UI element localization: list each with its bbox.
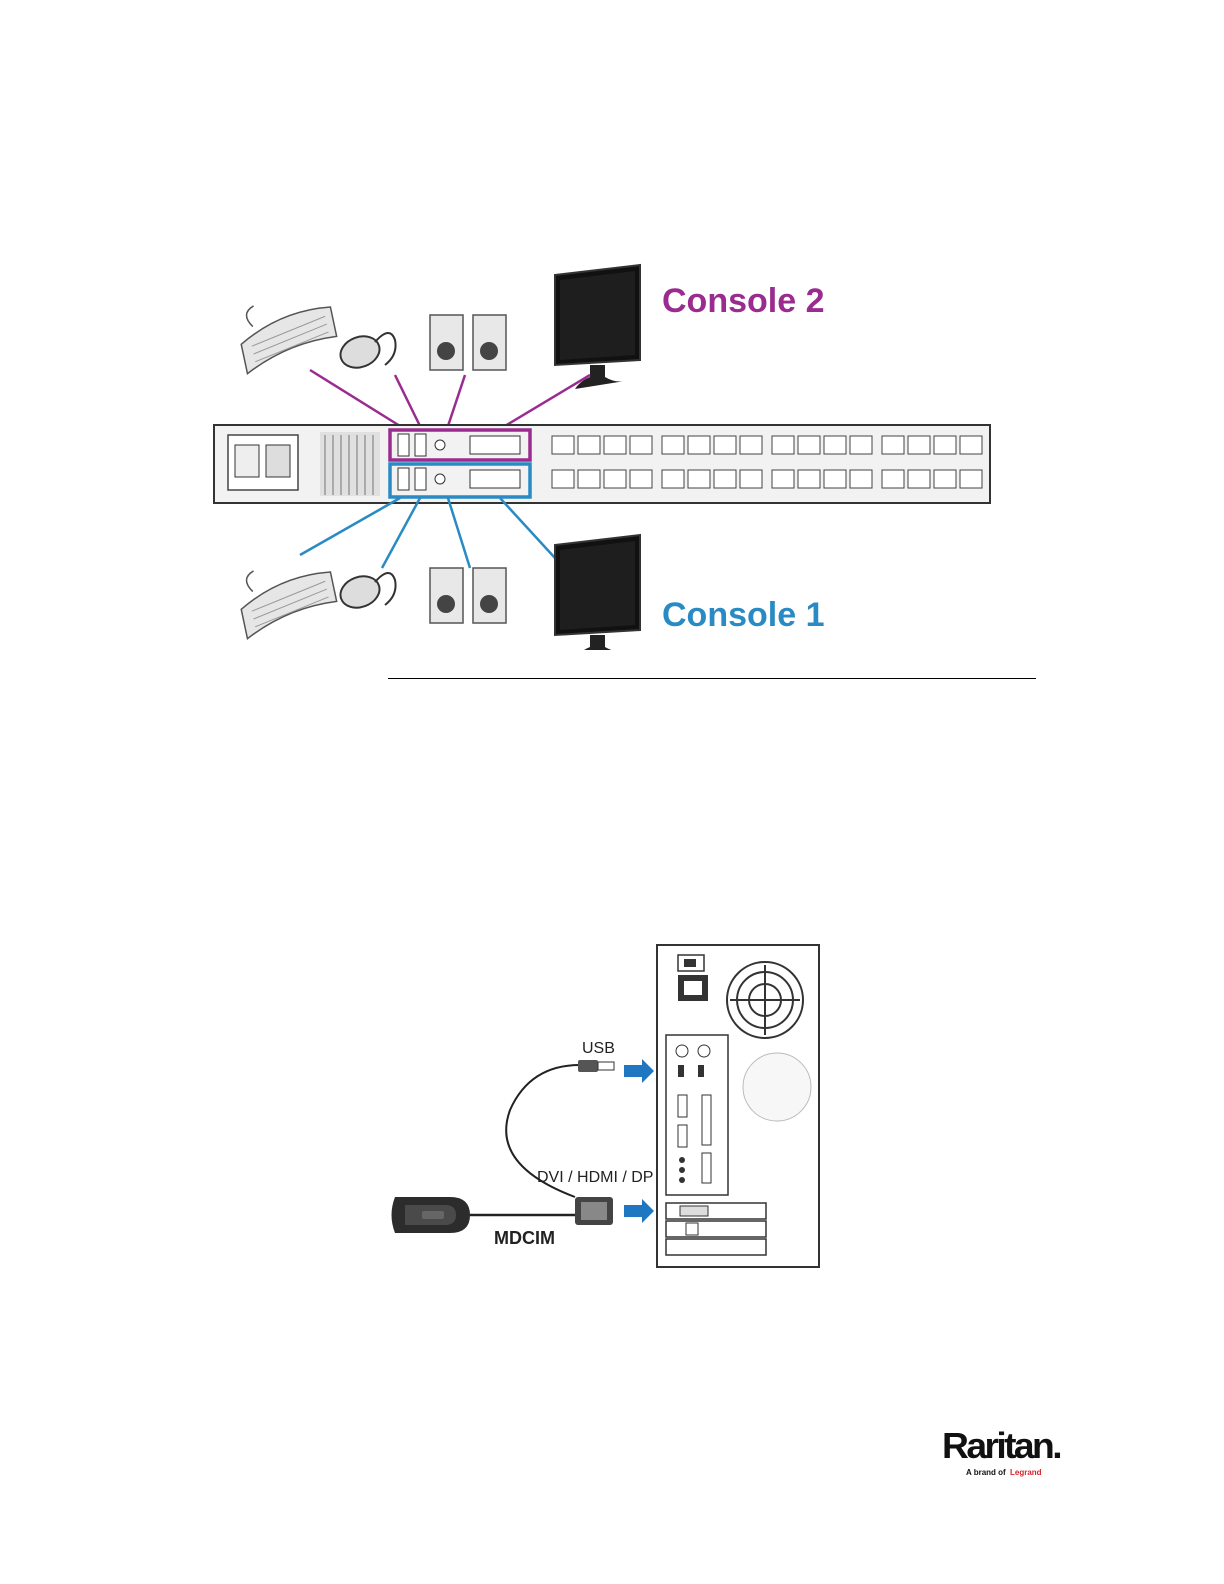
console-1-cables	[300, 498, 555, 568]
svg-text:Raritan.: Raritan.	[942, 1425, 1061, 1466]
rj45-port	[740, 470, 762, 488]
rj45-port	[772, 436, 794, 454]
rj45-port	[882, 470, 904, 488]
rj45-port	[740, 436, 762, 454]
rj45-port	[934, 470, 956, 488]
console-2-label: Console 2	[662, 282, 824, 320]
rj45-port	[908, 470, 930, 488]
keyboard-icon	[234, 555, 340, 638]
rj45-port	[714, 470, 736, 488]
rj45-port	[604, 470, 626, 488]
keyboard-icon	[234, 290, 340, 373]
usb-label: USB	[582, 1040, 615, 1057]
rj45-port	[714, 436, 736, 454]
rj45-port	[934, 436, 956, 454]
rj45-port	[578, 436, 600, 454]
video-label: DVI / HDMI / DP	[537, 1169, 653, 1186]
rj45-port	[798, 436, 820, 454]
dual-console-diagram: Console 2	[200, 250, 1000, 650]
speakers-icon	[430, 568, 506, 623]
rj45-port	[882, 436, 904, 454]
rj45-port	[850, 436, 872, 454]
computer-rear-panel	[657, 945, 819, 1267]
mdcim-label: MDCIM	[494, 1228, 555, 1248]
rj45-port	[798, 470, 820, 488]
mdcim-dongle-icon	[392, 1197, 471, 1233]
rj45-port	[824, 436, 846, 454]
rj45-port	[662, 470, 684, 488]
arrow-icon	[624, 1059, 654, 1083]
speakers-icon	[430, 315, 506, 370]
mouse-icon	[336, 331, 395, 373]
rj45-port	[552, 436, 574, 454]
rj45-port	[630, 470, 652, 488]
rj45-port	[850, 470, 872, 488]
console-2-cables	[310, 370, 590, 426]
rj45-port	[604, 436, 626, 454]
raritan-logo: Raritan. A brand of Legrand	[940, 1424, 1064, 1482]
rj45-port	[960, 436, 982, 454]
kvm-switch	[214, 425, 990, 503]
usb-connector-icon	[578, 1060, 614, 1072]
rj45-port	[630, 436, 652, 454]
svg-text:Legrand: Legrand	[1010, 1468, 1042, 1477]
divider-line	[388, 678, 1036, 679]
rj45-port	[688, 470, 710, 488]
video-connector-icon	[575, 1197, 613, 1225]
mouse-icon	[336, 571, 395, 613]
rj45-port	[688, 436, 710, 454]
rj45-port	[578, 470, 600, 488]
rj45-port	[824, 470, 846, 488]
mdcim-connection-diagram: USB DVI / HDMI / DP MDCIM	[380, 935, 840, 1280]
monitor-icon	[555, 535, 640, 650]
console-1-label: Console 1	[662, 596, 824, 634]
arrow-icon	[624, 1199, 654, 1223]
monitor-icon	[555, 265, 640, 389]
svg-text:A brand of: A brand of	[966, 1468, 1006, 1477]
rj45-port	[960, 470, 982, 488]
rj45-port	[552, 470, 574, 488]
rj45-port	[772, 470, 794, 488]
rj45-port	[662, 436, 684, 454]
rj45-port	[908, 436, 930, 454]
